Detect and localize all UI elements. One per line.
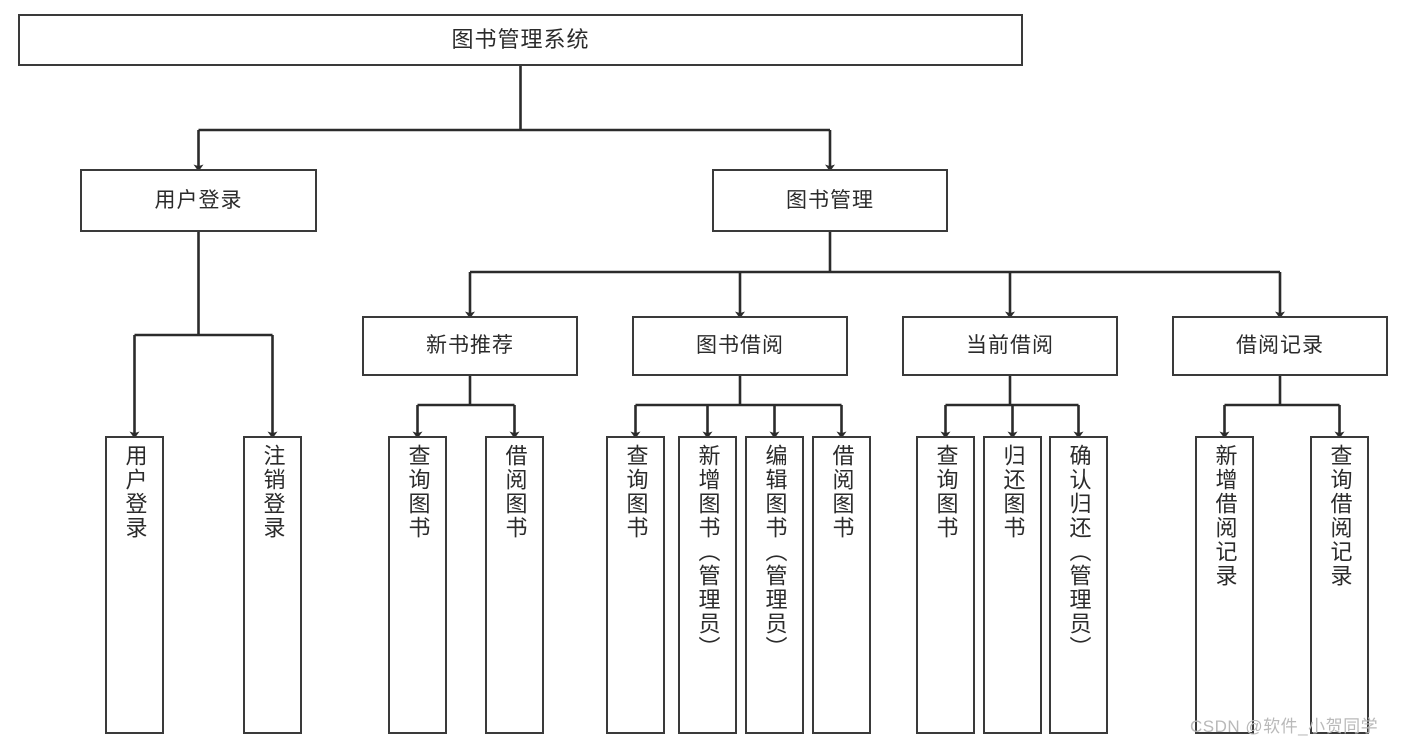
node-root[interactable]: 图书管理系统 [18, 14, 1023, 66]
node-label: 归还图书 [1000, 444, 1026, 540]
node-label: 用户登录 [154, 188, 243, 212]
node-label: 编辑图书（管理员） [762, 444, 788, 660]
node-label: 确认归还（管理员） [1066, 444, 1092, 660]
edge-layer [129, 66, 1345, 439]
node-leaf_cu_confirm[interactable]: 确认归还（管理员） [1049, 436, 1108, 734]
node-label: 查询图书 [623, 444, 649, 540]
node-label: 注销登录 [260, 444, 286, 540]
node-label: 查询图书 [405, 444, 431, 540]
node-current[interactable]: 当前借阅 [902, 316, 1118, 376]
node-bookmgmt[interactable]: 图书管理 [712, 169, 948, 232]
node-login[interactable]: 用户登录 [80, 169, 317, 232]
node-record[interactable]: 借阅记录 [1172, 316, 1388, 376]
node-label: 借阅图书 [502, 444, 528, 540]
node-label: 新增图书（管理员） [695, 444, 721, 660]
node-label: 用户登录 [122, 444, 148, 540]
watermark-text: CSDN @软件_小贺同学 [1190, 717, 1379, 736]
node-leaf_bo_query[interactable]: 查询图书 [606, 436, 665, 734]
node-leaf_bo_borrow[interactable]: 借阅图书 [812, 436, 871, 734]
node-leaf_nb_borrow[interactable]: 借阅图书 [485, 436, 544, 734]
node-label: 图书管理 [786, 188, 874, 212]
node-borrow[interactable]: 图书借阅 [632, 316, 848, 376]
node-leaf_re_add[interactable]: 新增借阅记录 [1195, 436, 1254, 734]
node-label: 查询借阅记录 [1327, 444, 1353, 588]
node-newbook[interactable]: 新书推荐 [362, 316, 578, 376]
node-label: 借阅记录 [1236, 334, 1324, 358]
node-label: 新书推荐 [426, 334, 514, 358]
node-label: 新增借阅记录 [1212, 444, 1238, 588]
node-label: 查询图书 [933, 444, 959, 540]
node-label: 图书管理系统 [451, 26, 590, 52]
node-leaf_cu_return[interactable]: 归还图书 [983, 436, 1042, 734]
node-label: 图书借阅 [696, 334, 784, 358]
node-label: 当前借阅 [966, 334, 1054, 358]
node-leaf_user_login[interactable]: 用户登录 [105, 436, 164, 734]
node-leaf_cu_query[interactable]: 查询图书 [916, 436, 975, 734]
node-leaf_user_logout[interactable]: 注销登录 [243, 436, 302, 734]
node-leaf_nb_query[interactable]: 查询图书 [388, 436, 447, 734]
node-label: 借阅图书 [829, 444, 855, 540]
node-leaf_re_query[interactable]: 查询借阅记录 [1310, 436, 1369, 734]
node-leaf_bo_add[interactable]: 新增图书（管理员） [678, 436, 737, 734]
node-leaf_bo_edit[interactable]: 编辑图书（管理员） [745, 436, 804, 734]
